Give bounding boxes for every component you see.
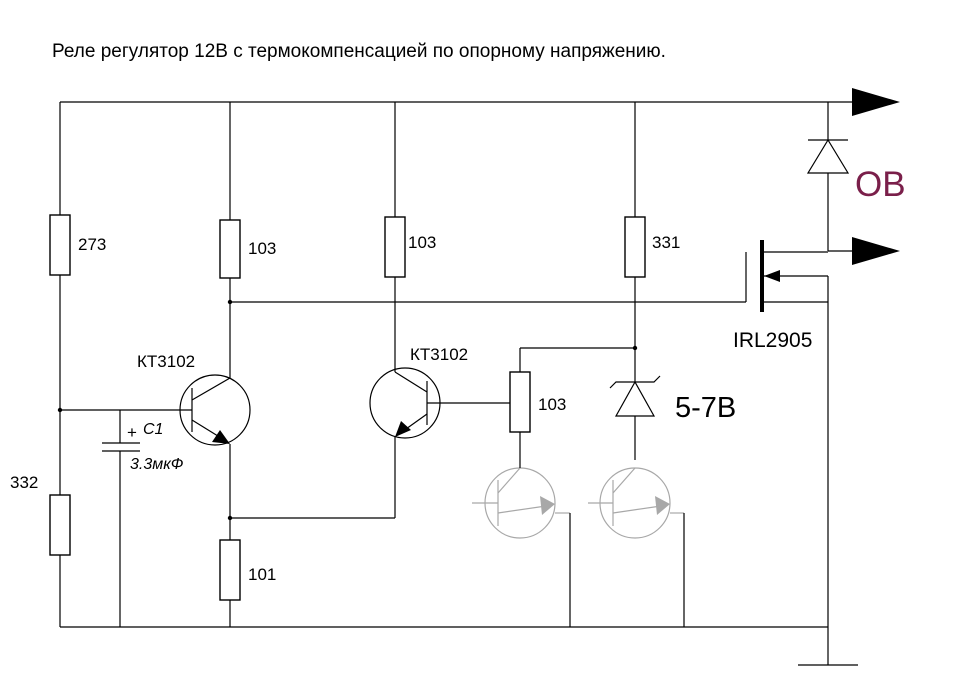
output-label: ОВ xyxy=(855,165,906,204)
resistor-331-label: 331 xyxy=(652,233,680,252)
resistor-103-b-label: 103 xyxy=(408,233,436,252)
resistor-332 xyxy=(49,494,71,556)
capacitor-value: 3.3мкФ xyxy=(130,456,184,473)
ghost-transistor-right xyxy=(588,467,684,539)
mosfet-label: IRL2905 xyxy=(733,329,812,352)
transistor-q1 xyxy=(179,374,251,446)
q2-collector xyxy=(394,371,428,393)
junction-dot xyxy=(632,345,638,351)
capacitor-polarity: + xyxy=(127,423,137,442)
trimmer-resistor-103 xyxy=(509,371,531,433)
q2-emitter-arrow xyxy=(395,421,411,437)
trimmer-resistor-label: 103 xyxy=(538,395,566,414)
capacitor-name: C1 xyxy=(143,421,163,438)
zener-diode xyxy=(614,380,656,417)
resistor-273 xyxy=(49,214,71,276)
q1-emitter-arrow xyxy=(212,430,230,444)
resistor-103-b xyxy=(384,216,406,278)
resistor-103-a xyxy=(219,219,241,279)
resistor-332-label: 332 xyxy=(10,473,38,492)
resistor-101-label: 101 xyxy=(248,565,276,584)
ghost-transistor-left xyxy=(472,467,570,539)
q1-collector xyxy=(191,377,231,401)
resistor-273-label: 273 xyxy=(78,235,106,254)
schematic-title: Реле регулятор 12В с термокомпенсацией п… xyxy=(52,41,666,62)
resistor-331 xyxy=(624,216,646,278)
field-diode xyxy=(806,138,850,174)
output-arrow-bottom xyxy=(852,237,900,265)
output-arrow-top xyxy=(852,88,900,116)
zener-bar xyxy=(609,375,661,389)
mosfet-body-arrow xyxy=(764,270,780,282)
transistor-q1-label: КТ3102 xyxy=(137,352,195,371)
zener-voltage-label: 5-7В xyxy=(675,392,736,424)
resistor-103-a-label: 103 xyxy=(248,239,276,258)
resistor-101 xyxy=(219,539,241,601)
transistor-q2-label: КТ3102 xyxy=(410,345,468,364)
